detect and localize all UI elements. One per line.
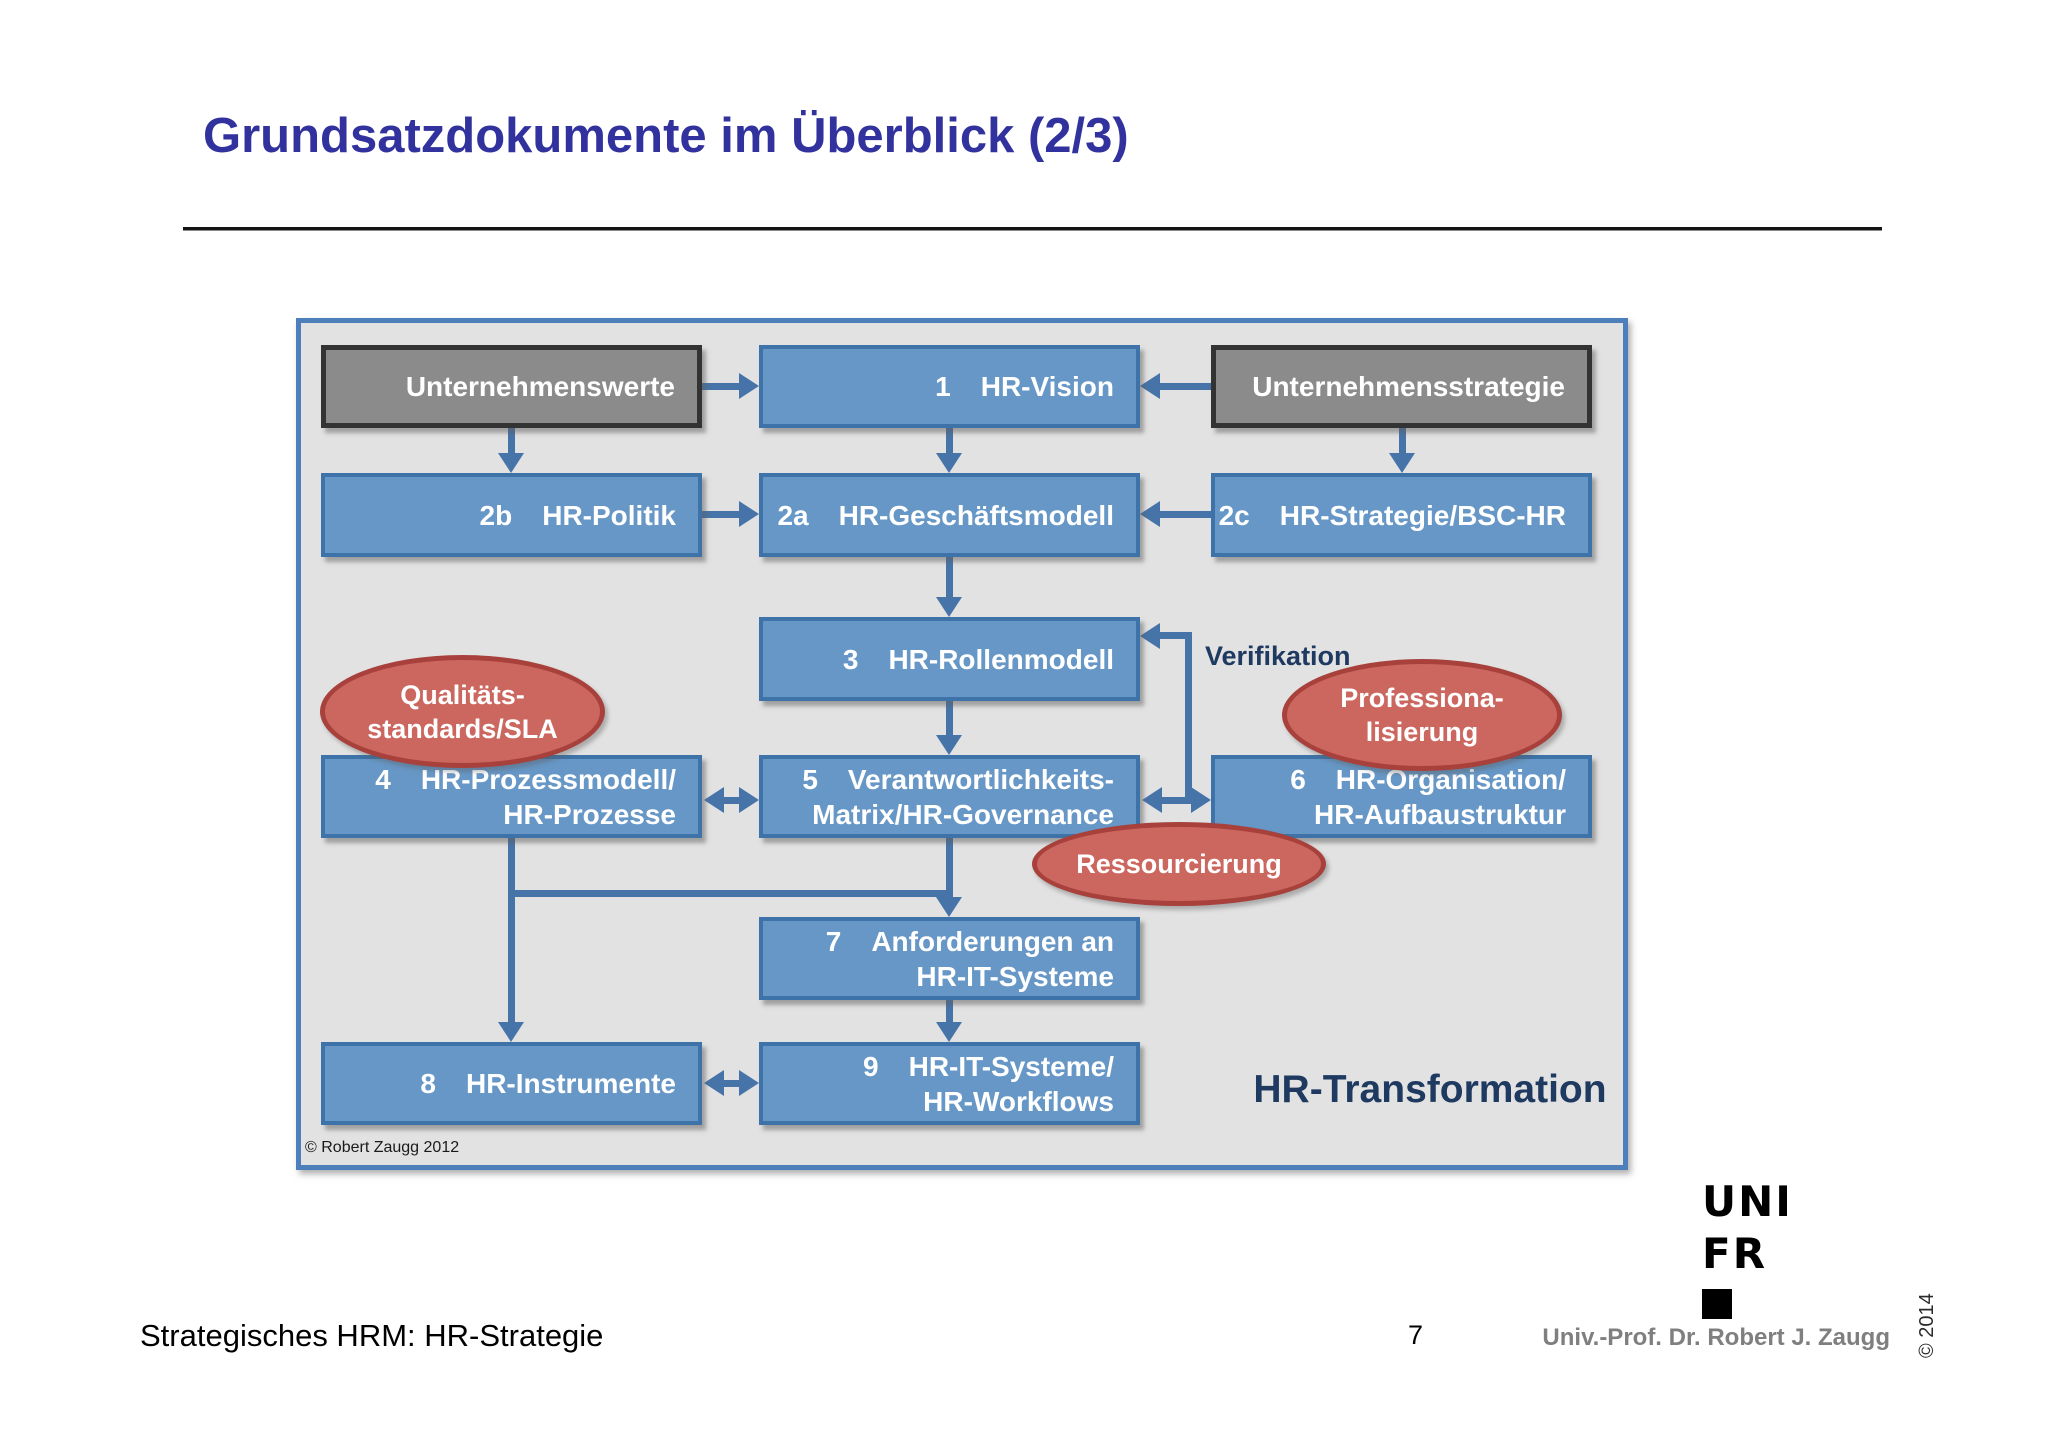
arrowhead-icon: [498, 1022, 524, 1042]
flow-box-unternehmenswerte: Unternehmenswerte: [321, 345, 702, 428]
footer-course-title: Strategisches HRM: HR-Strategie: [140, 1318, 604, 1353]
flow-box-hr-rollenmodell: 3 HR-Rollenmodell: [759, 617, 1140, 701]
connector-line: [508, 890, 952, 897]
arrowhead-icon: [1140, 373, 1160, 399]
connector-line: [946, 557, 953, 597]
box-number: 8: [420, 1068, 436, 1099]
box-label: HR-Prozessmodell/: [420, 763, 676, 795]
flow-box-hr-instrumente: 8 HR-Instrumente: [321, 1042, 702, 1125]
unifr-logo: UNI FR: [1702, 1176, 1793, 1319]
arrowhead-icon: [1389, 453, 1415, 473]
arrowhead-icon: [936, 597, 962, 617]
connector-line: [946, 701, 953, 735]
diagram-copyright: © Robert Zaugg 2012: [305, 1139, 460, 1156]
footer-author: Univ.-Prof. Dr. Robert J. Zaugg: [1542, 1324, 1890, 1351]
box-label: HR-Politik: [542, 499, 676, 531]
flow-box-hr-geschaeftsmodell: 2a HR-Geschäftsmodell: [759, 473, 1140, 557]
box-label: Anforderungen an: [871, 925, 1114, 957]
verification-label: Verifikation: [1205, 641, 1351, 671]
arrowhead-icon: [1140, 501, 1160, 527]
unifr-logo-line2: FR: [1702, 1229, 1768, 1278]
arrowhead-icon: [1191, 787, 1211, 813]
arrowhead-icon: [704, 787, 724, 813]
box-label: HR-Instrumente: [465, 1068, 676, 1099]
diagram-canvas: Unternehmenswerte 1 HR-Vision Unternehmenss…: [296, 318, 1628, 1170]
connector-line: [702, 511, 739, 518]
box-label: HR-Prozesse: [503, 798, 676, 830]
ellipse-label: Qualitäts-: [400, 679, 525, 710]
connector-line: [702, 383, 739, 390]
box-label: HR-Vision: [980, 371, 1114, 402]
flow-box-verantwortlichkeits-matrix: 5 Verantwortlichkeits-Matrix/HR-Governanc…: [759, 755, 1140, 838]
box-number: 6: [1290, 763, 1306, 795]
box-label: HR-IT-Systeme/: [908, 1050, 1114, 1082]
ellipse-professionalisierung: Professiona-lisierung: [1282, 659, 1562, 771]
connector-line: [722, 1080, 739, 1087]
box-label: HR-Aufbaustruktur: [1314, 798, 1566, 830]
box-label: HR-Workflows: [923, 1085, 1114, 1117]
slide-title: Grundsatzdokumente im Überblick (2/3): [203, 109, 1129, 163]
connector-line: [508, 428, 515, 453]
box-number: 1: [935, 371, 951, 402]
arrowhead-icon: [739, 373, 759, 399]
page-number: 7: [1408, 1320, 1424, 1350]
connector-line: [1399, 428, 1406, 453]
connector-line: [946, 428, 953, 453]
connector-line: [1185, 632, 1192, 803]
arrowhead-icon: [704, 1070, 724, 1096]
arrowhead-icon: [936, 735, 962, 755]
box-number: 2a: [777, 499, 809, 531]
flow-box-hr-strategie-bsc-hr: 2c HR-Strategie/BSC-HR: [1211, 473, 1592, 557]
ellipse-ressourcierung: Ressourcierung: [1032, 822, 1326, 906]
box-number: 5: [802, 763, 818, 795]
arrowhead-icon: [739, 501, 759, 527]
box-label: HR-Strategie/BSC-HR: [1279, 499, 1566, 531]
connector-line: [1159, 383, 1211, 390]
arrowhead-icon: [739, 787, 759, 813]
flow-box-hr-it-systeme-workflows: 9 HR-IT-Systeme/HR-Workflows: [759, 1042, 1140, 1125]
connector-line: [1158, 632, 1191, 639]
arrowhead-icon: [739, 1070, 759, 1096]
arrowhead-icon: [498, 453, 524, 473]
box-number: 2c: [1218, 499, 1250, 531]
box-label: Unternehmenswerte: [405, 371, 675, 402]
box-label: HR-Rollenmodell: [888, 643, 1114, 675]
ellipse-label: Ressourcierung: [1076, 849, 1282, 879]
arrowhead-icon: [936, 897, 962, 917]
connector-line: [722, 797, 739, 804]
flow-box-hr-politik: 2b HR-Politik: [321, 473, 702, 557]
box-number: 9: [863, 1050, 879, 1082]
arrowhead-icon: [936, 453, 962, 473]
flow-box-hr-vision: 1 HR-Vision: [759, 345, 1140, 428]
flow-box-unternehmensstrategie: Unternehmensstrategie: [1211, 345, 1592, 428]
box-label: HR-IT-Systeme: [916, 960, 1114, 992]
connector-line: [946, 1000, 953, 1022]
unifr-logo-square: [1702, 1289, 1732, 1319]
ellipse-label: standards/SLA: [367, 713, 558, 744]
box-number: 4: [375, 763, 391, 795]
connector-line: [508, 838, 515, 1022]
connector-line: [1159, 511, 1211, 518]
ellipse-label: Professiona-: [1340, 683, 1504, 713]
hr-transformation-label: HR-Transformation: [1253, 1068, 1607, 1111]
box-number: 2b: [479, 499, 513, 531]
connector-line: [946, 838, 953, 897]
footer-copyright-year: © 2014: [1916, 1293, 1938, 1358]
arrowhead-icon: [1142, 787, 1162, 813]
ellipse-qualitaetsstandards-sla: Qualitäts-standards/SLA: [320, 655, 605, 768]
box-label: HR-Geschäftsmodell: [838, 499, 1114, 531]
box-number: 7: [825, 925, 842, 957]
flow-box-hr-prozessmodell: 4 HR-Prozessmodell/HR-Prozesse: [321, 755, 702, 838]
box-label: Unternehmensstrategie: [1252, 371, 1565, 402]
arrowhead-icon: [936, 1022, 962, 1042]
unifr-logo-line1: UNI: [1702, 1177, 1793, 1226]
box-label: Verantwortlichkeits-: [847, 763, 1114, 795]
connector-line: [1162, 797, 1191, 804]
arrowhead-icon: [1140, 623, 1160, 649]
ellipse-label: lisierung: [1365, 717, 1479, 747]
title-underline: [183, 227, 1882, 231]
box-label: Matrix/HR-Governance: [812, 798, 1114, 830]
box-number: 3: [842, 643, 859, 675]
